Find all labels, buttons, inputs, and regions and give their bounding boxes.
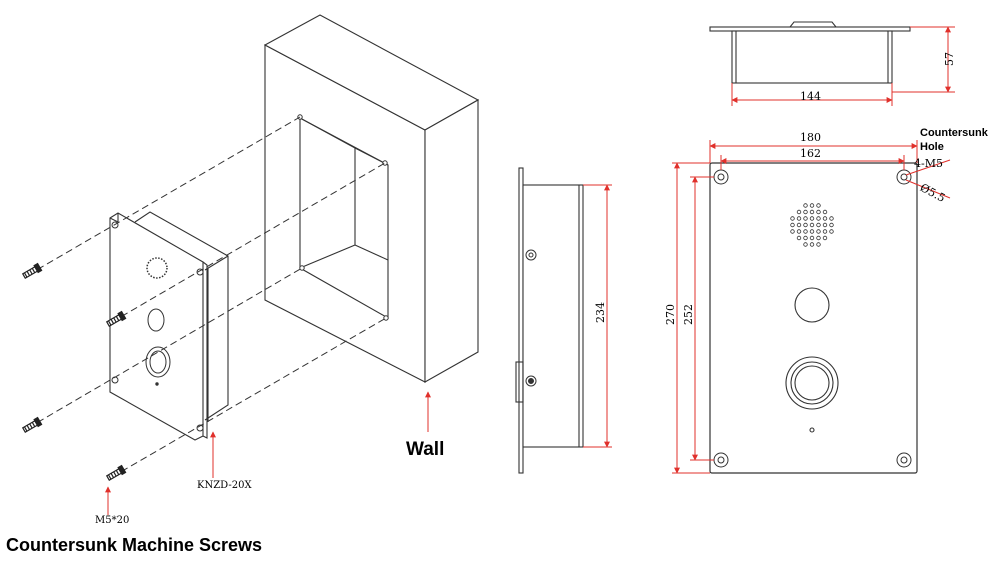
- dim-front-height-outer: 270: [664, 304, 677, 325]
- side-view-holes: [525, 249, 537, 387]
- dim-top-width: 144: [800, 90, 821, 103]
- screws-title: Countersunk Machine Screws: [6, 535, 263, 555]
- dim-front-height-inner: 252: [682, 304, 695, 325]
- screw-spec-label: M5*20: [95, 515, 130, 526]
- dim-front-width-inner: 162: [800, 147, 821, 160]
- front-view-buttons: [785, 287, 839, 433]
- wall-label: Wall: [406, 439, 445, 460]
- callout-arrows: [105, 391, 431, 515]
- countersunk-hole-line2: Hole: [920, 141, 944, 153]
- model-label: KNZD-20X: [197, 480, 252, 491]
- top-view-dims: [731, 26, 955, 106]
- dim-side-height: 234: [594, 302, 607, 323]
- screws: [21, 262, 127, 481]
- device-iso: [109, 211, 229, 441]
- front-view-holes: [713, 169, 912, 468]
- dashed-alignment-lines: [27, 116, 387, 478]
- top-view: [709, 21, 911, 84]
- countersunk-hole-line1: Countersunk: [920, 127, 988, 139]
- countersunk-hole-label: Countersunk Hole: [920, 126, 988, 154]
- side-view: [515, 167, 584, 474]
- speaker-grille: [790, 203, 834, 247]
- dim-front-width-outer: 180: [800, 131, 821, 144]
- dim-top-height: 57: [943, 52, 956, 66]
- side-view-dims: [583, 184, 612, 448]
- front-view-dims: [672, 140, 951, 474]
- dim-thread: 4-M5: [914, 157, 943, 170]
- wall-box: [263, 14, 480, 383]
